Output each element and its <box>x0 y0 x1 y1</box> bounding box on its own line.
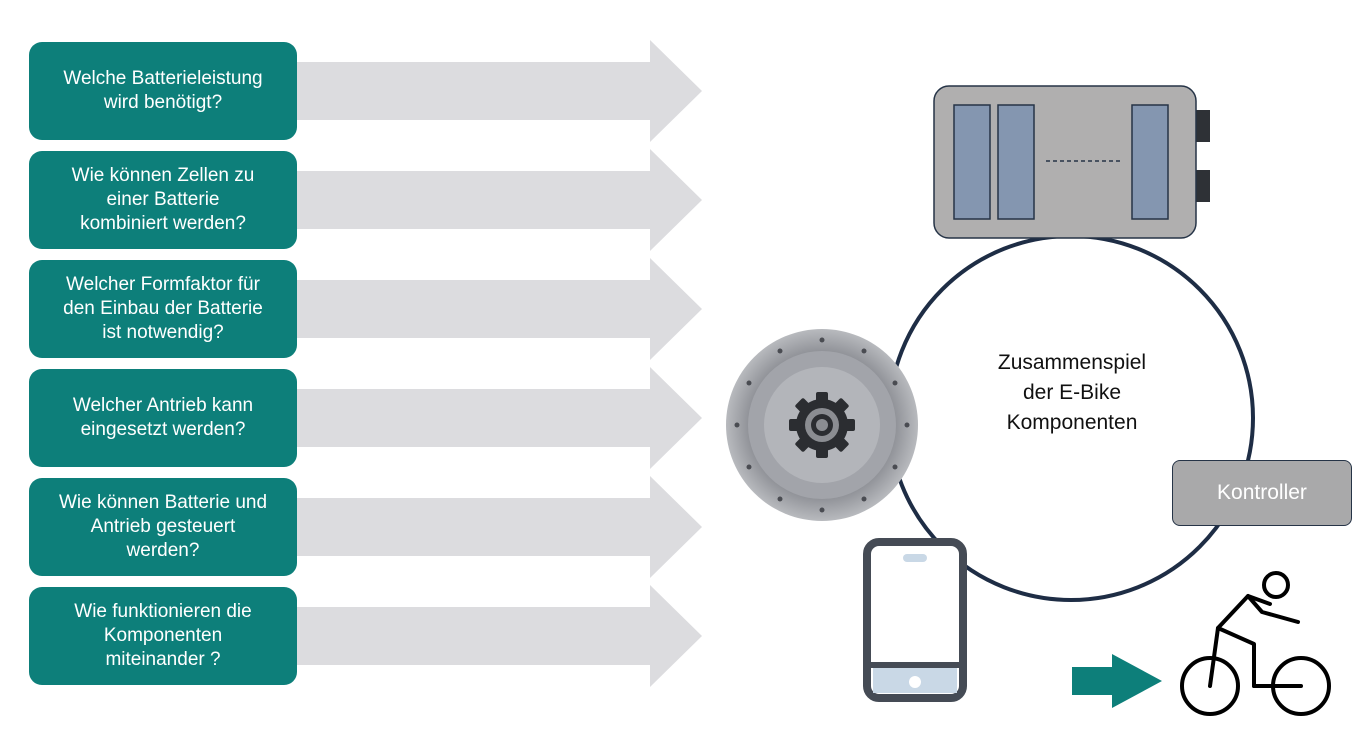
smartphone-icon <box>863 538 967 702</box>
controller-box: Kontroller <box>1172 460 1352 526</box>
hub-motor-icon <box>726 329 918 521</box>
question-box-control: Wie können Batterie und Antrieb gesteuer… <box>29 478 297 576</box>
question-box-interaction: Wie funktionieren die Komponenten mitein… <box>29 587 297 685</box>
cyclist-icon <box>1180 571 1331 716</box>
battery-pack-icon <box>933 85 1210 239</box>
right-arrow-icon <box>1072 654 1162 708</box>
question-box-form-factor: Welcher Formfaktor für den Einbau der Ba… <box>29 260 297 358</box>
question-box-drive: Welcher Antrieb kann eingesetzt werden? <box>29 369 297 467</box>
question-box-cell-combination: Wie können Zellen zu einer Batterie komb… <box>29 151 297 249</box>
center-label: Zusammenspiel der E-Bike Komponenten <box>997 351 1147 434</box>
question-box-battery-power: Welche Batterieleistung wird benötigt? <box>29 42 297 140</box>
